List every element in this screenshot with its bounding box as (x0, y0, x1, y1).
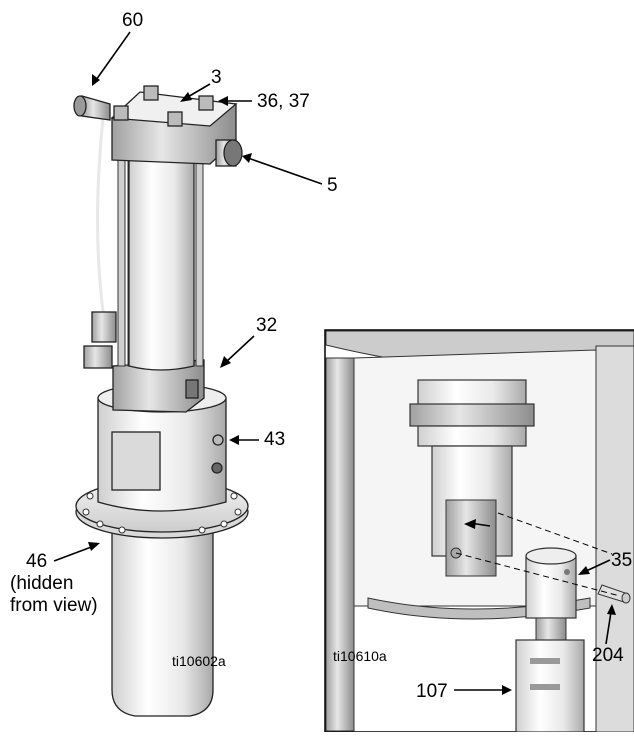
callout-60: 60 (122, 10, 143, 31)
adapter-35 (525, 555, 577, 619)
housing-window (111, 431, 161, 491)
callout-36-37: 36, 37 (257, 91, 310, 112)
housing-port (211, 462, 223, 474)
figure-id-inset: ti10610a (333, 648, 387, 664)
inset-callouts: 35 204 107 ti10610a (333, 550, 632, 702)
pump-lower-cylinder (111, 529, 214, 717)
callout-204: 204 (592, 645, 624, 666)
side-fitting (91, 311, 117, 343)
set-screw (212, 434, 224, 446)
figure-id-main: ti10602a (172, 653, 226, 669)
flange-bolt-holes (82, 492, 242, 534)
callout-3: 3 (211, 67, 222, 88)
callout-46: 46 (26, 551, 47, 572)
callout-32: 32 (256, 315, 277, 336)
air-cylinder (128, 159, 195, 371)
pump-main-view (73, 85, 249, 717)
callout-107: 107 (416, 681, 448, 702)
main-callouts: 60 3 36, 37 5 32 43 46 (hidden from view… (10, 10, 338, 669)
cap-nuts-36-37 (113, 85, 214, 127)
callout-35: 35 (611, 550, 632, 571)
side-fitting-lower (83, 345, 113, 369)
callout-46-note-line2: from view) (10, 595, 98, 616)
callout-43: 43 (264, 429, 285, 450)
inset-view (324, 329, 634, 733)
callout-46-note-line1: (hidden (10, 573, 73, 594)
callout-5: 5 (327, 175, 338, 196)
pin-204 (597, 584, 631, 604)
